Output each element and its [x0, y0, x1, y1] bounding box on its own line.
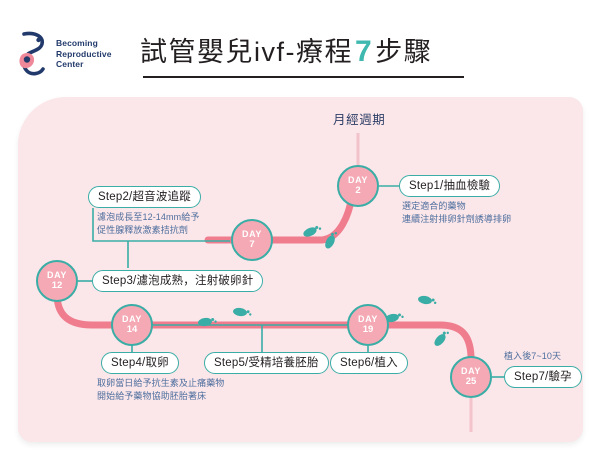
day-node-14-label: DAY — [122, 314, 142, 324]
step-1-pill[interactable]: Step1/抽血檢驗 — [399, 175, 501, 197]
step-4-note-line-1: 取卵當日給予抗生素及止痛藥物 — [97, 378, 225, 388]
step-3-pill[interactable]: Step3/濾泡成熟，注射破卵針 — [92, 270, 264, 292]
day-node-12-value: 12 — [51, 280, 63, 291]
day-node-12[interactable]: DAY 12 — [36, 260, 78, 302]
day-node-2-value: 2 — [355, 185, 361, 196]
brand-line-2: Reproductive — [56, 48, 112, 59]
step-1-note-line-2: 連續注射排卵針劑誘導排卵 — [402, 213, 512, 224]
step-2-note-line-2: 促性腺釋放激素拮抗劑 — [97, 224, 189, 235]
day-node-14[interactable]: DAY 14 — [111, 304, 153, 346]
title-underline — [143, 76, 464, 78]
header: Becoming Reproductive Center 試管嬰兒ivf-療程7… — [0, 0, 600, 92]
brand-line-3: Center — [56, 59, 84, 70]
day-node-2[interactable]: DAY 2 — [337, 165, 379, 207]
day-node-12-label: DAY — [47, 270, 67, 280]
step-4-pill[interactable]: Step4/取卵 — [101, 352, 179, 374]
step-2-notes: 濾泡成長至12-14mm給予 促性腺釋放激素拮抗劑 — [97, 211, 199, 236]
step-1-notes: 選定適合的藥物 連續注射排卵針劑誘導排卵 — [402, 200, 511, 225]
day-node-7[interactable]: DAY 7 — [231, 219, 273, 261]
page-title-before: 試管嬰兒ivf-療程 — [140, 37, 353, 67]
menstrual-cycle-label: 月經週期 — [333, 113, 386, 127]
step-4-notes: 取卵當日給予抗生素及止痛藥物 開始給予藥物協助胚胎著床 — [97, 377, 224, 402]
becoming-reproductive-logo-icon — [19, 31, 45, 76]
day-node-25-value: 25 — [465, 376, 477, 387]
page-title-after: 步驟 — [375, 37, 433, 67]
day-node-14-value: 14 — [126, 324, 138, 335]
brand-line-1: Becoming — [56, 38, 98, 49]
step-2-note-line-1: 濾泡成長至12-14mm給予 — [97, 212, 200, 222]
day-node-19[interactable]: DAY 19 — [347, 304, 389, 346]
day-node-7-label: DAY — [242, 229, 262, 239]
day-node-2-label: DAY — [348, 175, 368, 185]
step-1-note-line-1: 選定適合的藥物 — [402, 201, 466, 211]
day-node-19-value: 19 — [362, 324, 374, 335]
step-7-note-line-1: 植入後7~10天 — [504, 351, 562, 361]
brand-logo: Becoming Reproductive Center — [14, 28, 134, 80]
day-node-25[interactable]: DAY 25 — [450, 356, 492, 398]
day-node-19-label: DAY — [358, 314, 378, 324]
day-node-7-value: 7 — [249, 239, 255, 250]
step-5-pill[interactable]: Step5/受精培養胚胎 — [204, 352, 329, 374]
step-4-note-line-2: 開始給予藥物協助胚胎著床 — [97, 390, 207, 401]
brand-name: Becoming Reproductive Center — [56, 38, 112, 70]
page-title: 試管嬰兒ivf-療程7步驟 — [140, 30, 480, 76]
step-2-pill[interactable]: Step2/超音波追蹤 — [88, 186, 201, 208]
page-title-highlight: 7 — [355, 35, 374, 68]
step-6-pill[interactable]: Step6/植入 — [330, 352, 408, 374]
step-7-notes: 植入後7~10天 — [504, 350, 561, 363]
day-node-25-label: DAY — [461, 366, 481, 376]
step-7-pill[interactable]: Step7/驗孕 — [504, 366, 582, 388]
